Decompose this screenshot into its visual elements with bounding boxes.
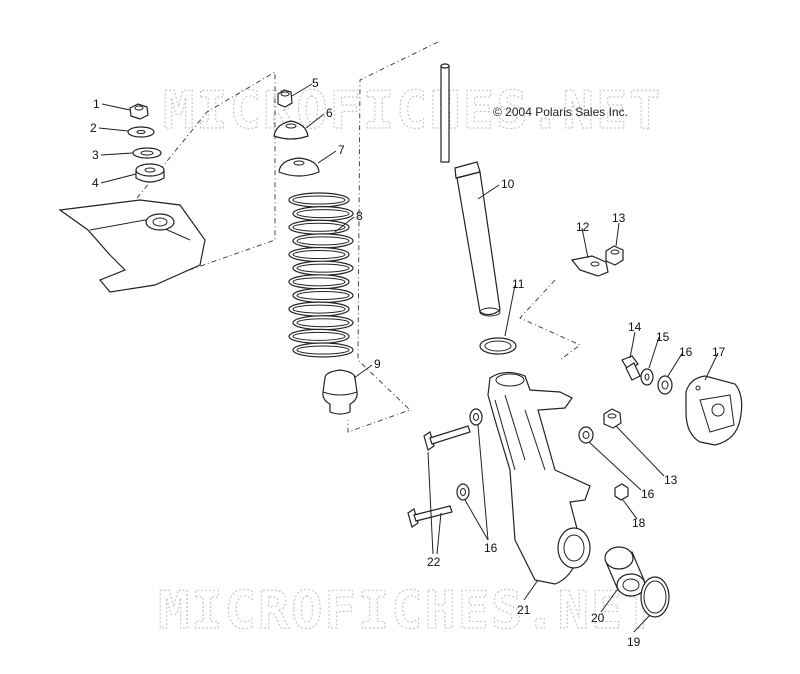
part-7-spring-seat [278,157,320,177]
spring-coil-inner [296,263,350,273]
spring-coil [292,287,354,304]
part-5-nut [277,89,293,108]
part-1-nut [129,103,149,120]
part-15-washer [640,368,654,386]
part-6-cap [273,120,309,140]
spring-coil-inner [296,290,350,300]
part-16-washer-mid [578,426,594,444]
spring-coil [288,246,350,263]
part-18-nut [614,483,629,501]
callout-8: 8 [356,209,363,223]
callout-16-right: 16 [679,345,693,359]
callout-16-left: 16 [484,541,498,555]
callout-11: 11 [512,277,525,291]
part-13-nut-lower [603,408,622,429]
part-17-brake-caliper [685,375,743,446]
callout-18: 18 [632,516,646,530]
spring-coil-inner [296,345,350,355]
callout-13-lower: 13 [664,473,678,487]
spring-coil-inner [292,331,346,341]
part-20-bearing [604,546,646,597]
spring-coil-inner [292,250,346,260]
part-11-o-ring [479,337,517,355]
spring-coil [288,328,350,344]
part-2-washer [127,126,155,138]
spring-coil [292,206,354,222]
watermark-bottom: MICROFICHES.NET [158,581,658,641]
part-3-washer [132,147,162,159]
callout-17: 17 [712,345,726,359]
part-4-bushing [135,163,165,183]
spring-coil-inner [292,277,346,287]
callout-20: 20 [591,611,605,625]
callout-14: 14 [628,320,642,334]
callout-3: 3 [92,148,99,162]
callout-22: 22 [427,555,441,569]
part-16-washers-left [456,408,483,501]
callout-21: 21 [517,603,531,617]
spring-coil-inner [292,195,346,205]
leader-lines [98,83,719,633]
part-8-coil-spring [288,192,354,358]
watermark-top: MICROFICHES.NET [163,81,663,141]
spring-coil [288,219,350,235]
assembly-axis-lines [136,41,581,433]
spring-coil [292,342,354,358]
part-22-bolts [407,425,471,528]
part-9-bump-stop [322,369,358,415]
callout-labels: 1 2 3 4 5 6 7 8 9 10 11 12 13 14 15 16 1… [90,76,726,649]
spring-coil [292,260,354,276]
frame-a-arm [58,199,206,293]
callout-13-upper: 13 [612,211,626,225]
callout-4: 4 [92,176,99,190]
callout-5: 5 [312,76,319,90]
part-16-washer-right [657,375,673,395]
spring-coil-inner [296,209,350,219]
part-10-shock-absorber [440,63,501,317]
part-12-clip [570,255,609,277]
spring-coil [288,274,350,290]
spring-coil [292,233,354,249]
part-13-nut-upper [605,245,624,266]
callout-12: 12 [576,220,590,234]
part-21-steering-knuckle [487,371,591,585]
spring-coil-inner [292,222,346,232]
spring-coil-inner [296,236,350,246]
callout-1: 1 [93,97,100,111]
spring-coil [288,301,350,317]
spring-coil-inner [292,304,346,314]
callout-2: 2 [90,121,97,135]
spring-coil [292,315,354,331]
callout-10: 10 [501,177,515,191]
callout-15: 15 [656,330,670,344]
callout-6: 6 [326,106,333,120]
callout-16-mid: 16 [641,487,655,501]
callout-7: 7 [338,143,345,157]
callout-19: 19 [627,635,641,649]
part-14-bolt [621,355,641,381]
callout-9: 9 [374,357,381,371]
part-19-snap-ring [640,576,670,618]
spring-coil [288,192,350,208]
copyright-text: © 2004 Polaris Sales Inc. [493,105,628,119]
spring-coil-inner [296,318,350,328]
